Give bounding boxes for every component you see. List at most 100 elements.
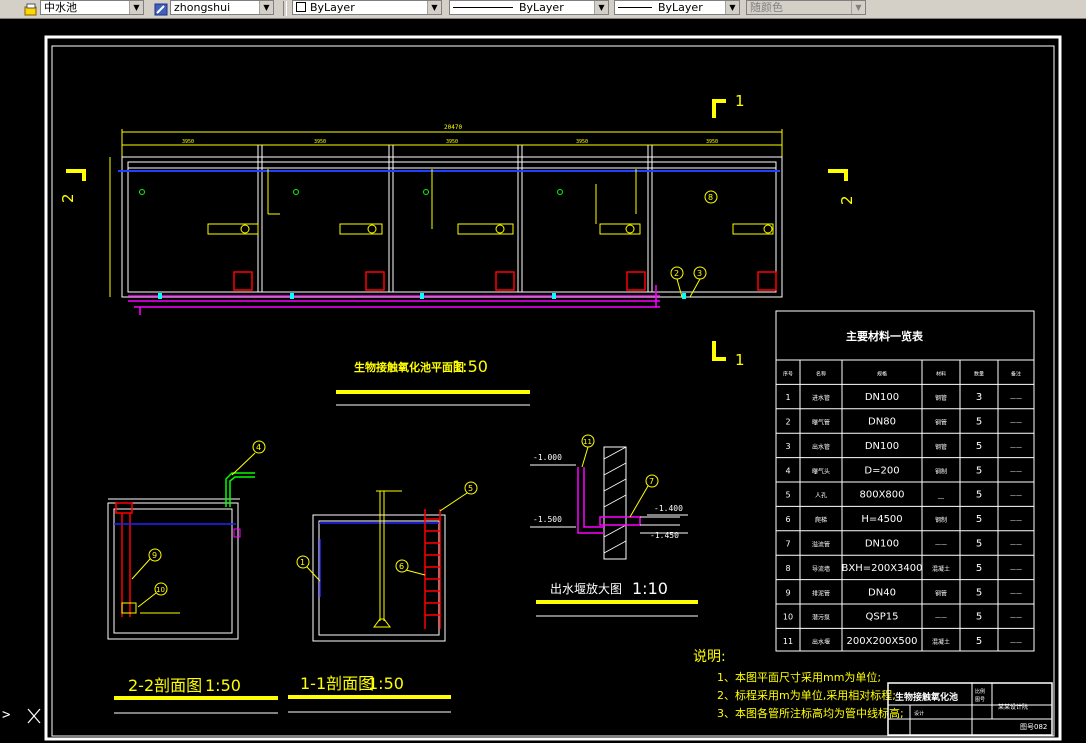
plan-view: 20470 3950 3950 3950 3950 3950 [109, 124, 783, 406]
table-cell: 排泥管 [812, 589, 830, 597]
chevron-down-icon: ▼ [725, 1, 739, 14]
table-cell: 5 [976, 539, 982, 550]
callout-label: 11 [583, 438, 592, 446]
layer-combo-value: 中水池 [44, 1, 77, 14]
layer-filter-combo[interactable]: zhongshui ▼ [170, 0, 274, 15]
table-cell: 6 [785, 515, 790, 524]
table-cell: 溢流管 [812, 541, 830, 549]
plotstyle-combo-value: 随颜色 [750, 1, 783, 14]
chevron-down-icon: ▼ [427, 1, 441, 14]
table-cell: 3 [785, 442, 790, 451]
table-cell: DN40 [868, 587, 896, 598]
plan-title: 生物接触氧化池平面图 [354, 360, 464, 374]
detail-scale: 1:10 [632, 579, 668, 598]
notes-block: 说明: 1、本图平面尺寸采用mm为单位; 2、标程采用m为单位,采用相对标程; … [693, 649, 904, 720]
linetype-combo-value: ByLayer [519, 1, 564, 14]
table-cell: 200X200X500 [847, 636, 918, 647]
table-cell: 11 [783, 637, 793, 646]
level-label: -1.000 [533, 453, 562, 462]
section-22-title: 2-2剖面图 [128, 676, 202, 695]
table-cell: 钢管 [935, 419, 947, 427]
table-cell: 进水管 [812, 394, 830, 402]
lineweight-sample-icon [618, 7, 652, 8]
callout-label: 1 [300, 558, 305, 567]
table-header-cell: 序号 [783, 371, 793, 378]
section-11-title: 1-1剖面图 [300, 674, 374, 693]
bay-dimension: 3950 [446, 139, 458, 145]
table-cell: —— [935, 615, 947, 622]
table-cell: —— [1010, 615, 1022, 622]
note-item: 3、本图各管所注标高均为管中线标高; [717, 706, 904, 720]
chevron-down-icon: ▼ [851, 1, 865, 14]
table-cell: 钢管 [935, 443, 947, 451]
table-cell: 8 [785, 564, 790, 573]
bay-dimension: 3950 [314, 139, 326, 145]
overall-dimension: 20470 [444, 124, 462, 131]
table-cell: —— [1010, 590, 1022, 597]
table-cell: —— [1010, 542, 1022, 549]
table-cell: 钢管 [935, 394, 947, 402]
table-cell: 导流墙 [812, 565, 830, 573]
level-label: -1.400 [654, 504, 683, 513]
table-header-cell: 数量 [974, 371, 984, 378]
table-cell: 800X800 [859, 490, 904, 501]
lineweight-combo[interactable]: ByLayer ▼ [614, 0, 740, 15]
linetype-sample-icon [453, 7, 513, 8]
table-cell: 混凝土 [932, 638, 950, 646]
table-cell: 2 [785, 418, 790, 427]
table-cell: 5 [976, 514, 982, 525]
table-cell: —— [1010, 395, 1022, 402]
table-cell: 5 [976, 612, 982, 623]
table-cell: —— [1010, 639, 1022, 646]
title-block-label: 比例 [975, 688, 985, 695]
note-item: 2、标程采用m为单位,采用相对标程; [717, 688, 896, 702]
table-cell: DN100 [865, 392, 899, 403]
table-cell: 钢管 [935, 589, 947, 597]
layer-combo[interactable]: 中水池 ▼ [40, 0, 144, 15]
color-swatch-icon [296, 2, 306, 12]
table-cell: 5 [785, 491, 790, 500]
table-cell: 钢制 [935, 467, 947, 475]
table-cell: H=4500 [861, 514, 902, 525]
section-mark-label: 2 [59, 193, 77, 203]
table-cell: 5 [976, 563, 982, 574]
section-2-2-view: 4 9 10 2-2剖面图 1:50 [107, 440, 278, 714]
table-cell: 曝气管 [812, 419, 830, 427]
title-block-drawing-no: 图号082 [1020, 723, 1047, 731]
table-cell: DN100 [865, 539, 899, 550]
layer-filter-value: zhongshui [174, 1, 231, 14]
callout-label: 4 [256, 443, 261, 452]
linetype-combo[interactable]: ByLayer ▼ [449, 0, 609, 15]
table-cell: DN80 [868, 417, 896, 428]
table-cell: 5 [976, 636, 982, 647]
callout-label: 8 [708, 193, 713, 202]
table-header-cell: 规格 [877, 371, 887, 378]
table-cell: —— [1010, 420, 1022, 427]
table-cell: 曝气头 [812, 467, 830, 475]
title-block: 生物接触氧化池 比例 图号 某某设计院 设计 图号082 [887, 682, 1053, 736]
table-cell: DN100 [865, 441, 899, 452]
callout-label: 3 [697, 269, 702, 278]
table-cell: QSP15 [866, 612, 899, 623]
table-cell: —— [1010, 566, 1022, 573]
level-label: -1.450 [650, 531, 679, 540]
table-cell: —— [1010, 468, 1022, 475]
table-cell: 出水管 [812, 443, 830, 451]
make-object-layer-icon[interactable] [154, 1, 168, 16]
section-mark-1-bottom: 1 [712, 341, 745, 369]
weir-detail-view: -1.000 -1.500 -1.400 -1.450 11 7 出水堰放大图 … [530, 434, 698, 617]
color-combo[interactable]: ByLayer ▼ [292, 0, 442, 15]
layer-state-icon[interactable] [24, 1, 38, 16]
chevron-down-icon: ▼ [594, 1, 608, 14]
sheet-border-outer [44, 35, 1062, 741]
table-cell: 潜污泵 [812, 614, 830, 622]
bay-dimension: 3950 [576, 139, 588, 145]
command-prompt: > [2, 707, 10, 723]
model-space-canvas[interactable]: 1 1 2 2 20470 3950 3950 3950 3950 3950 [0, 19, 1086, 743]
table-cell: 5 [976, 587, 982, 598]
table-cell: 10 [783, 613, 793, 622]
sheet-border-inner [51, 45, 1055, 737]
bay-dimension: 3950 [706, 139, 718, 145]
title-block-company: 某某设计院 [998, 703, 1028, 711]
